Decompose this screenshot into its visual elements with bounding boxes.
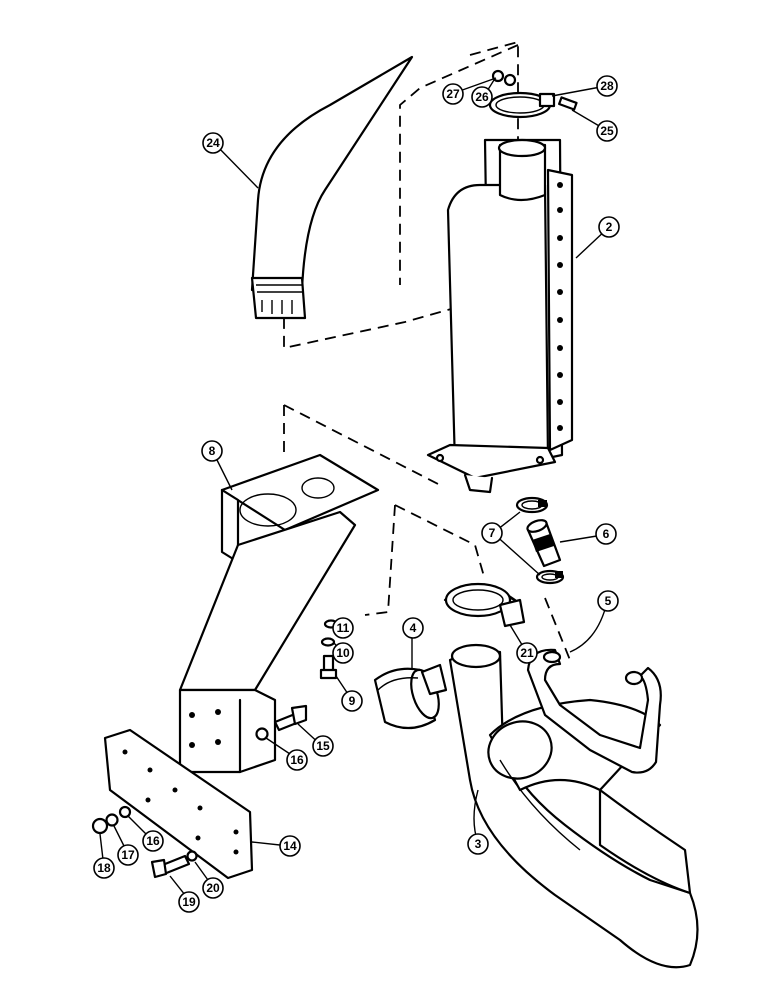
alignment-dashed-lines: [283, 40, 571, 661]
callout-25: 25: [596, 120, 618, 142]
callout-3: 3: [467, 833, 489, 855]
mounting-plate: [103, 728, 254, 880]
callout-24: 24: [202, 132, 224, 154]
callout-21: 21: [516, 642, 538, 664]
callout-7: 7: [481, 522, 503, 544]
svg-text:15: 15: [316, 739, 330, 753]
callout-6: 6: [595, 523, 617, 545]
callout-15: 15: [312, 735, 334, 757]
callout-4: 4: [402, 617, 424, 639]
pipe-clamp-sleeve: [373, 663, 448, 730]
callout-9: 9: [341, 690, 363, 712]
callout-18: 18: [93, 857, 115, 879]
svg-text:20: 20: [206, 881, 220, 895]
svg-text:3: 3: [475, 837, 482, 851]
callout-17: 17: [117, 844, 139, 866]
callout-5: 5: [597, 590, 619, 612]
svg-text:16: 16: [290, 753, 304, 767]
svg-text:4: 4: [410, 621, 417, 635]
bolt-and-washer-upper: [255, 704, 308, 741]
svg-text:24: 24: [206, 136, 220, 150]
svg-text:14: 14: [283, 839, 297, 853]
svg-text:27: 27: [446, 87, 460, 101]
callout-10: 10: [332, 642, 354, 664]
svg-text:17: 17: [121, 848, 135, 862]
svg-text:19: 19: [182, 895, 196, 909]
callout-16-upper: 16: [286, 749, 308, 771]
callout-16-lower: 16: [142, 830, 164, 852]
callout-20: 20: [202, 877, 224, 899]
svg-text:18: 18: [97, 861, 111, 875]
svg-text:26: 26: [475, 90, 489, 104]
svg-text:9: 9: [349, 694, 356, 708]
muffler: [426, 138, 574, 494]
svg-text:11: 11: [337, 621, 350, 635]
saddle-clamp: [443, 582, 526, 628]
svg-text:21: 21: [520, 646, 534, 660]
svg-text:7: 7: [489, 526, 496, 540]
callout-28: 28: [596, 75, 618, 97]
callout-11: 11: [332, 617, 354, 639]
callout-8: 8: [201, 440, 223, 462]
small-hose: [526, 648, 662, 774]
callout-14: 14: [279, 835, 301, 857]
svg-text:25: 25: [600, 124, 614, 138]
callout-26: 26: [471, 86, 493, 108]
svg-text:2: 2: [606, 220, 613, 234]
svg-text:8: 8: [209, 444, 216, 458]
plate-hardware: [91, 805, 198, 879]
svg-text:10: 10: [336, 646, 350, 660]
muffler-support-bracket: [178, 453, 380, 774]
callout-27: 27: [442, 83, 464, 105]
connector-hose-and-clamps: [515, 496, 565, 585]
bracket-hardware: [319, 619, 339, 680]
svg-text:28: 28: [600, 79, 614, 93]
callout-19: 19: [178, 891, 200, 913]
svg-text:5: 5: [605, 594, 612, 608]
exhaust-elbow-pipe: [448, 643, 699, 969]
callout-2: 2: [598, 216, 620, 238]
svg-text:16: 16: [146, 834, 160, 848]
svg-text:6: 6: [603, 527, 610, 541]
stack-pipe: [250, 55, 414, 320]
